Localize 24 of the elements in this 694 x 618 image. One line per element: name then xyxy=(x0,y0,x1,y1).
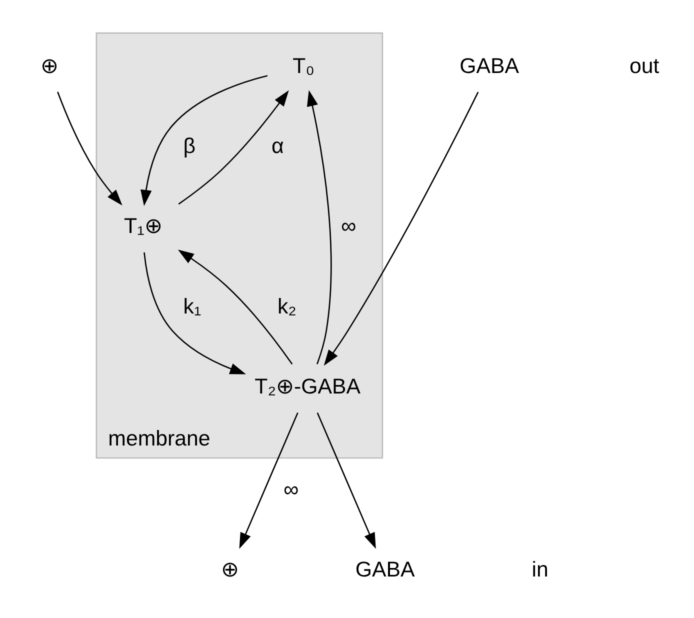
edge-label: k₂ xyxy=(278,294,297,318)
arrow xyxy=(178,250,293,365)
node-text: T₂⊕-GABA xyxy=(254,374,361,399)
arrow xyxy=(57,92,122,206)
arrow xyxy=(178,90,289,205)
node-text: GABA xyxy=(460,54,520,78)
node-text: ⊕ xyxy=(221,558,240,582)
arrow xyxy=(316,412,376,549)
arrow xyxy=(144,252,246,374)
edge-label: ∞ xyxy=(340,214,356,238)
label: out xyxy=(629,54,660,78)
edge-label: k₁ xyxy=(183,294,202,318)
edge-label: ∞ xyxy=(284,477,299,502)
arrow xyxy=(324,92,479,366)
node-text: T₁⊕ xyxy=(124,214,162,238)
label: in xyxy=(532,558,548,582)
arrow xyxy=(306,90,332,364)
arrow xyxy=(239,412,298,549)
node-text: ⊕ xyxy=(40,54,59,78)
edge-label: β xyxy=(183,134,196,158)
node-text: GABA xyxy=(355,558,415,582)
arrow xyxy=(140,75,268,206)
edge-label: α xyxy=(271,134,284,158)
node-text: T₀ xyxy=(292,54,315,78)
